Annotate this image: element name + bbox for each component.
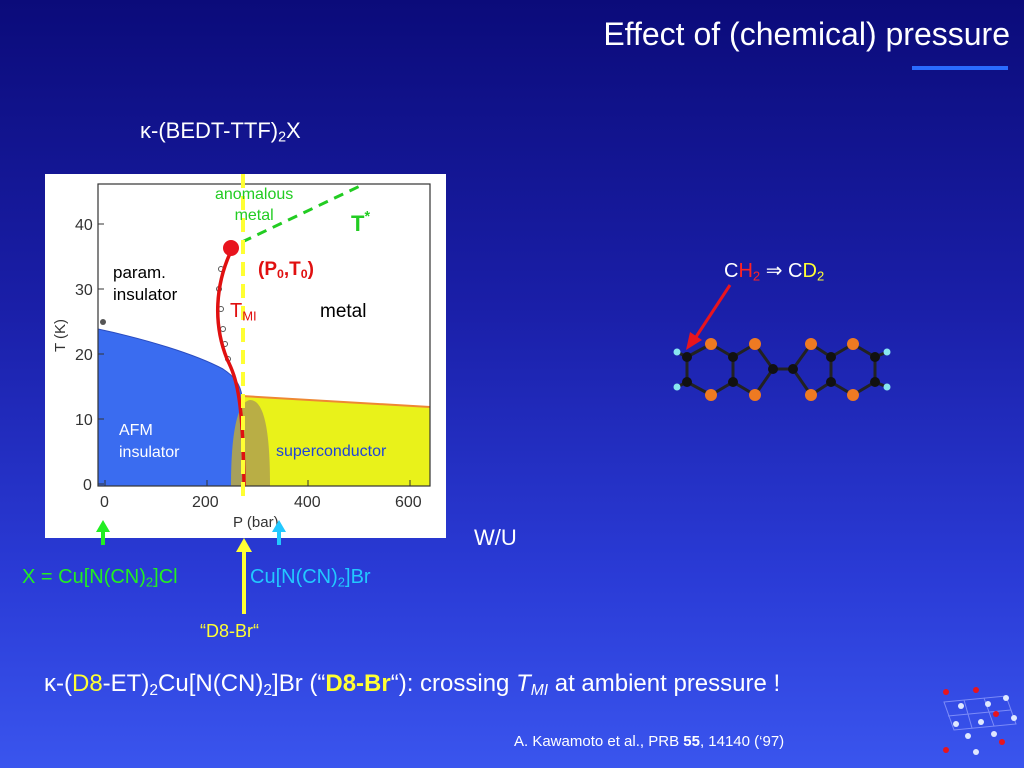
superconductor-label: superconductor bbox=[276, 443, 387, 460]
compound-formula: κ-(BEDT-TTF)2X bbox=[140, 118, 301, 146]
cp-comma: ,T bbox=[283, 259, 301, 280]
y-tick-label: 20 bbox=[75, 347, 93, 364]
x-cl-suffix: ]Cl bbox=[153, 566, 178, 588]
afm-line1: AFM bbox=[119, 422, 153, 439]
cp-sub0: 0 bbox=[277, 267, 284, 282]
t-star-sup: * bbox=[364, 209, 371, 225]
y-tick-label: 30 bbox=[75, 282, 93, 299]
anomalous-label-line1: anomalous bbox=[215, 186, 294, 203]
x-br-prefix: Cu[N(CN) bbox=[250, 566, 338, 588]
anomalous-label-line2: metal bbox=[234, 207, 274, 224]
bedt-ttf-molecule bbox=[673, 338, 891, 401]
pointer-arrow bbox=[686, 284, 732, 350]
data-point bbox=[100, 319, 106, 325]
implies-arrow: ⇒ bbox=[765, 260, 783, 282]
x-br-sub: 2 bbox=[337, 574, 346, 590]
y-tick-label: 0 bbox=[83, 477, 92, 494]
x-tick-label: 400 bbox=[294, 494, 321, 511]
summary-p4: ]Br (“ bbox=[272, 670, 326, 697]
cd2-c: C bbox=[788, 260, 803, 282]
title-underline bbox=[912, 66, 1008, 70]
y-ticks bbox=[98, 223, 104, 485]
critical-point-label: (P0,T0) bbox=[258, 259, 314, 281]
summary-p2: -ET) bbox=[102, 670, 150, 697]
summary-d8br: D8-Br bbox=[325, 670, 391, 697]
citation-volume: 55 bbox=[683, 733, 700, 750]
superconductor-region bbox=[242, 396, 430, 486]
t-star-label: T* bbox=[351, 209, 370, 237]
summary-p3: Cu[N(CN) bbox=[158, 670, 264, 697]
critical-point-marker bbox=[223, 240, 239, 256]
summary-t: T bbox=[516, 670, 531, 697]
compound-prefix: -(BEDT-TTF) bbox=[151, 118, 279, 143]
y-tick-label: 40 bbox=[75, 217, 93, 234]
cp-close: ) bbox=[307, 259, 314, 280]
x-ticks bbox=[104, 480, 411, 486]
x-cl-prefix: X = Cu[N(CN) bbox=[22, 566, 146, 588]
afm-insulator-label: AFM insulator bbox=[119, 420, 179, 464]
param-line1: param. bbox=[113, 263, 166, 282]
ch2-sub: 2 bbox=[752, 268, 761, 284]
ch2-c: C bbox=[724, 260, 739, 282]
pressure-arrows bbox=[96, 520, 286, 614]
anomalous-metal-label: anomalous metal bbox=[215, 184, 293, 226]
citation: A. Kawamoto et al., PRB 55, 14140 (‘97) bbox=[514, 733, 784, 750]
x-br-suffix: ]Br bbox=[345, 566, 371, 588]
afm-region bbox=[97, 328, 243, 487]
wu-label: W/U bbox=[474, 525, 517, 550]
compound-suffix: X bbox=[286, 118, 301, 143]
param-insulator-label: param. insulator bbox=[113, 262, 177, 306]
compound-sub: 2 bbox=[278, 129, 287, 146]
summary-p6: at ambient pressure ! bbox=[548, 670, 781, 697]
br-arrow bbox=[272, 520, 286, 545]
x-cl-sub: 2 bbox=[145, 574, 154, 590]
tmi-sub: MI bbox=[242, 308, 257, 324]
tmi-text: T bbox=[230, 300, 243, 322]
summary-kappa: κ bbox=[44, 670, 56, 697]
citation-pages: , 14140 (‘97) bbox=[699, 733, 785, 750]
tmi-label: TMI bbox=[230, 300, 257, 323]
param-line2: insulator bbox=[113, 285, 178, 304]
x-tick-label: 200 bbox=[192, 494, 219, 511]
x-tick-label: 0 bbox=[100, 494, 109, 511]
summary-t-sub: MI bbox=[530, 681, 549, 699]
d8-arrow bbox=[236, 538, 252, 614]
x-tick-label: 600 bbox=[395, 494, 422, 511]
deuteration-label: CH2 ⇒ CD2 bbox=[724, 258, 824, 283]
x-axis-label: P (bar) bbox=[233, 514, 279, 531]
citation-text: A. Kawamoto et al., PRB bbox=[514, 733, 684, 750]
summary-sub1: 2 bbox=[149, 681, 159, 699]
cp-sub1: 0 bbox=[300, 267, 308, 282]
y-tick-label: 10 bbox=[75, 412, 93, 429]
metal-label: metal bbox=[320, 301, 367, 322]
ch2-h: H bbox=[738, 260, 753, 282]
superconductor-boundary bbox=[241, 395, 431, 408]
cl-arrow bbox=[96, 520, 110, 545]
d8-br-label: “D8-Br“ bbox=[200, 621, 259, 641]
summary-sub2: 2 bbox=[263, 681, 273, 699]
slide-title: Effect of (chemical) pressure bbox=[603, 16, 1010, 52]
plot-frame bbox=[97, 183, 431, 487]
lattice-logo bbox=[943, 687, 1017, 755]
phase-diagram-svg: 40 30 20 10 0 0 200 400 600 T (K) P (bar… bbox=[52, 174, 431, 531]
phase-diagram: 40 30 20 10 0 0 200 400 600 T (K) P (bar… bbox=[45, 174, 446, 538]
x-br-label: Cu[N(CN)2]Br bbox=[250, 566, 371, 589]
cd2-sub: 2 bbox=[816, 268, 825, 284]
cd2-d: D bbox=[802, 260, 817, 282]
cp-open: (P bbox=[258, 259, 277, 280]
t-star-line bbox=[241, 184, 361, 244]
summary-p5: “): crossing bbox=[390, 670, 517, 697]
x-cl-label: X = Cu[N(CN)2]Cl bbox=[22, 566, 178, 589]
t-star-text: T bbox=[351, 211, 365, 236]
summary-line: κ-(D8-ET)2Cu[N(CN)2]Br (“D8-Br“): crossi… bbox=[44, 670, 780, 700]
summary-d8: D8 bbox=[71, 670, 103, 697]
y-axis-label: T (K) bbox=[52, 319, 69, 352]
afm-line2: insulator bbox=[119, 444, 180, 461]
summary-p1: -( bbox=[56, 670, 72, 697]
kappa-symbol: κ bbox=[140, 118, 151, 143]
